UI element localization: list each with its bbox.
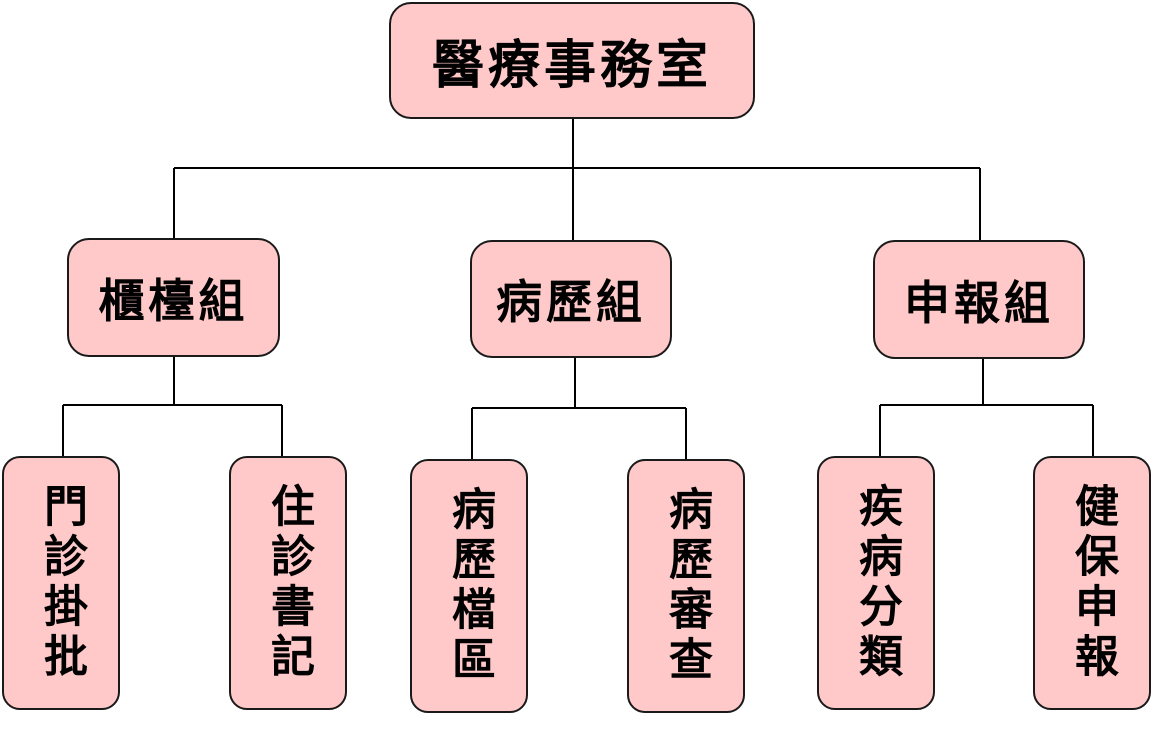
unit-label: 住診書記 [263,483,314,683]
unit-node-records-review: 病歷審查 [627,459,745,713]
unit-node-inpatient-clerk: 住診書記 [229,456,347,710]
group-label: 櫃檯組 [98,273,249,328]
unit-label: 病歷審查 [661,486,712,686]
unit-node-outpatient-registration: 門診掛批 [2,456,120,710]
unit-node-insurance-claims: 健保申報 [1033,456,1151,710]
unit-label: 病歷檔區 [444,486,495,686]
root-node: 醫療事務室 [389,2,755,119]
unit-node-disease-classification: 疾病分類 [817,456,935,710]
group-label: 病歷組 [496,275,646,329]
group-node-counter: 櫃檯組 [67,238,280,357]
group-node-claims: 申報組 [873,240,1085,359]
group-label: 申報組 [904,275,1054,330]
unit-label: 疾病分類 [851,483,902,683]
unit-node-records-archive: 病歷檔區 [410,459,528,713]
unit-label: 門診掛批 [36,483,87,683]
group-node-medical-records: 病歷組 [470,240,672,358]
root-label: 醫療事務室 [431,35,712,96]
unit-label: 健保申報 [1067,483,1118,683]
